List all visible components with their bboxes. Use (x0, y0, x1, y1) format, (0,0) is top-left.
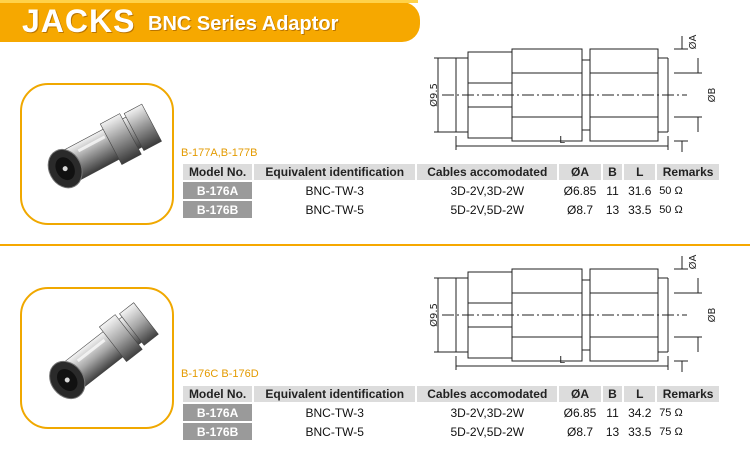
a-cell: Ø6.85 (559, 182, 601, 199)
col-remarks: Remarks (657, 164, 719, 180)
col-equivalent: Equivalent identification (254, 164, 416, 180)
product-photo-1 (20, 83, 174, 225)
remarks-cell: 50 Ω (657, 201, 719, 218)
table-header-row: Model No. Equivalent identification Cabl… (183, 386, 719, 402)
table-row: B-176B BNC-TW-5 5D-2V,5D-2W Ø8.7 13 33.5… (183, 201, 719, 218)
remarks-cell: 75 Ω (657, 423, 719, 440)
dimension-drawing-2: Ø9.5 L ØA ØB (428, 254, 718, 372)
l-cell: 33.5 (624, 201, 656, 218)
dim-label-length: L (559, 355, 565, 366)
col-diameter-a: ØA (559, 164, 601, 180)
table-row: B-176B BNC-TW-5 5D-2V,5D-2W Ø8.7 13 33.5… (183, 423, 719, 440)
col-b: B (602, 386, 623, 402)
a-cell: Ø6.85 (559, 404, 601, 421)
equiv-cell: BNC-TW-5 (254, 423, 416, 440)
spec-table-1: Model No. Equivalent identification Cabl… (181, 162, 721, 220)
table-row: B-176A BNC-TW-3 3D-2V,3D-2W Ø6.85 11 34.… (183, 404, 719, 421)
page-title: JACKS (22, 3, 136, 39)
product-photo-2 (20, 287, 174, 429)
col-model: Model No. (183, 164, 253, 180)
series-label-2: B-176C B-176D (181, 368, 259, 380)
equiv-cell: BNC-TW-3 (254, 404, 416, 421)
dim-label-b: ØB (706, 87, 718, 102)
col-cables: Cables accomodated (417, 386, 558, 402)
table-row: B-176A BNC-TW-3 3D-2V,3D-2W Ø6.85 11 31.… (183, 182, 719, 199)
b-cell: 11 (602, 182, 623, 199)
col-cables: Cables accomodated (417, 164, 558, 180)
l-cell: 34.2 (624, 404, 656, 421)
dim-label-a: ØA (687, 34, 699, 49)
remarks-cell: 50 Ω (657, 182, 719, 199)
header-band (0, 2, 420, 42)
l-cell: 33.5 (624, 423, 656, 440)
l-cell: 31.6 (624, 182, 656, 199)
col-l: L (624, 386, 656, 402)
dim-label-diameter: Ø9.5 (428, 303, 440, 327)
equiv-cell: BNC-TW-5 (254, 201, 416, 218)
col-equivalent: Equivalent identification (254, 386, 416, 402)
a-cell: Ø8.7 (559, 423, 601, 440)
page-header: JACKS BNC Series Adaptor (0, 0, 430, 44)
a-cell: Ø8.7 (559, 201, 601, 218)
col-b: B (602, 164, 623, 180)
b-cell: 11 (602, 404, 623, 421)
model-cell: B-176A (183, 404, 253, 421)
b-cell: 13 (602, 201, 623, 218)
col-model: Model No. (183, 386, 253, 402)
series-label-1: B-177A,B-177B (181, 147, 258, 159)
cables-cell: 5D-2V,5D-2W (417, 201, 558, 218)
cables-cell: 3D-2V,3D-2W (417, 182, 558, 199)
model-cell: B-176A (183, 182, 253, 199)
dim-label-length: L (559, 135, 565, 146)
dim-label-diameter: Ø9.5 (428, 83, 440, 107)
dim-label-a: ØA (687, 254, 699, 269)
cables-cell: 3D-2V,3D-2W (417, 404, 558, 421)
col-l: L (624, 164, 656, 180)
table-header-row: Model No. Equivalent identification Cabl… (183, 164, 719, 180)
b-cell: 13 (602, 423, 623, 440)
col-diameter-a: ØA (559, 386, 601, 402)
model-cell: B-176B (183, 201, 253, 218)
cables-cell: 5D-2V,5D-2W (417, 423, 558, 440)
dimension-drawing-1: Ø9.5 L ØA ØB (428, 34, 718, 152)
header-highlight (0, 0, 418, 3)
equiv-cell: BNC-TW-3 (254, 182, 416, 199)
col-remarks: Remarks (657, 386, 719, 402)
model-cell: B-176B (183, 423, 253, 440)
dim-label-b: ØB (706, 307, 718, 322)
section-divider (0, 244, 750, 246)
page-subtitle: BNC Series Adaptor (148, 13, 339, 35)
remarks-cell: 75 Ω (657, 404, 719, 421)
spec-table-2: Model No. Equivalent identification Cabl… (181, 384, 721, 442)
